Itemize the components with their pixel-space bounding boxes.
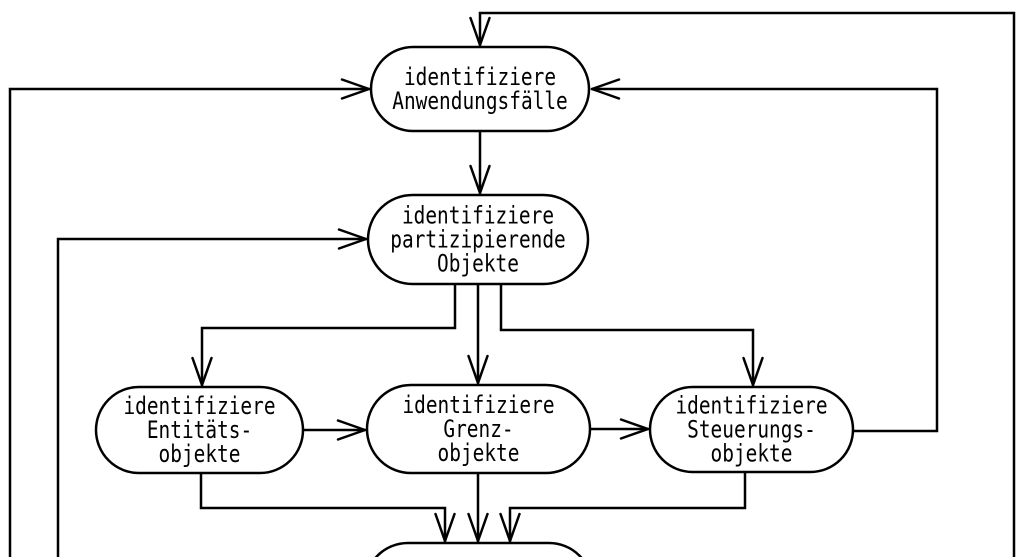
arrowhead xyxy=(478,16,491,47)
node-shape xyxy=(366,193,590,286)
edge-line xyxy=(199,473,447,541)
edge-partizipierende-to-grenz xyxy=(467,284,489,385)
node-label-line: identifiziere xyxy=(404,63,556,91)
arrowhead xyxy=(499,512,512,543)
arrowhead xyxy=(619,427,650,440)
arrowhead xyxy=(200,356,213,387)
node-label-line: Entitäts- xyxy=(147,416,252,444)
node-label-line: partizipierende xyxy=(390,226,566,254)
arrowhead xyxy=(336,419,367,432)
node-shape xyxy=(94,385,305,475)
arrowhead xyxy=(590,78,621,91)
edge-entitaets-to-grenz xyxy=(303,419,367,441)
edge-line xyxy=(8,87,369,557)
edge-steuerungs-to-bottom xyxy=(499,472,747,543)
arrowhead xyxy=(619,418,650,431)
edge-steuerungs-to-anwendungsfaelle xyxy=(590,78,939,433)
node-label-line: objekte xyxy=(438,439,520,467)
node-label-line: identifiziere xyxy=(402,202,554,230)
arrowhead xyxy=(469,164,482,195)
node-label-line: identifiziere xyxy=(123,392,275,420)
arrowhead xyxy=(336,428,367,441)
arrowhead xyxy=(340,87,371,100)
arrowhead xyxy=(340,78,371,91)
arrowhead xyxy=(751,356,764,387)
arrowhead xyxy=(337,237,368,250)
edge-line xyxy=(200,284,457,385)
node-shape xyxy=(365,383,592,475)
node-label-line: identifiziere xyxy=(402,391,554,419)
arrowhead xyxy=(476,512,489,543)
edge-line xyxy=(478,11,1016,557)
node-label-line: objekte xyxy=(159,440,241,468)
edge-entitaets-to-bottom xyxy=(199,473,456,543)
edge-line xyxy=(592,87,939,433)
edge-partizipierende-to-entitaets xyxy=(191,284,457,387)
arrowhead xyxy=(508,512,521,543)
arrowhead xyxy=(467,512,480,543)
node-shape xyxy=(648,385,855,474)
arrowhead xyxy=(476,354,489,385)
arrowhead xyxy=(337,228,368,241)
arrowhead xyxy=(443,512,456,543)
edge-partizipierende-to-steuerungs xyxy=(499,284,764,387)
arrowhead xyxy=(434,512,447,543)
node-bottom-partial xyxy=(374,541,583,557)
edge-grenz-to-steuerungs xyxy=(590,418,650,440)
edge-line xyxy=(499,284,755,385)
node-label-line: identifiziere xyxy=(675,392,827,420)
arrowhead xyxy=(467,354,480,385)
node-label-line: Anwendungsfälle xyxy=(392,87,568,115)
arrowhead xyxy=(469,16,482,47)
edge-grenz-to-bottom xyxy=(467,473,489,543)
edge-anwendungsfaelle-to-partizipierende xyxy=(469,131,491,195)
node-label-line: Steuerungs- xyxy=(687,416,816,444)
arrowhead xyxy=(590,87,621,100)
node-shape xyxy=(369,45,591,133)
node-label-line: Grenz- xyxy=(443,415,513,443)
arrowhead xyxy=(478,164,491,195)
node-label-line: objekte xyxy=(711,440,793,468)
edge-feedback-inner-to-partizipierende xyxy=(56,228,368,557)
edge-feedback-top-to-anwendungsfaelle xyxy=(469,11,1016,557)
node-label-line: Objekte xyxy=(437,250,519,278)
node-shape xyxy=(374,541,583,557)
edge-feedback-outer-to-anwendungsfaelle xyxy=(8,78,371,557)
arrowhead xyxy=(191,356,204,387)
edge-line xyxy=(508,472,747,541)
edge-line xyxy=(56,237,366,557)
arrowhead xyxy=(742,356,755,387)
